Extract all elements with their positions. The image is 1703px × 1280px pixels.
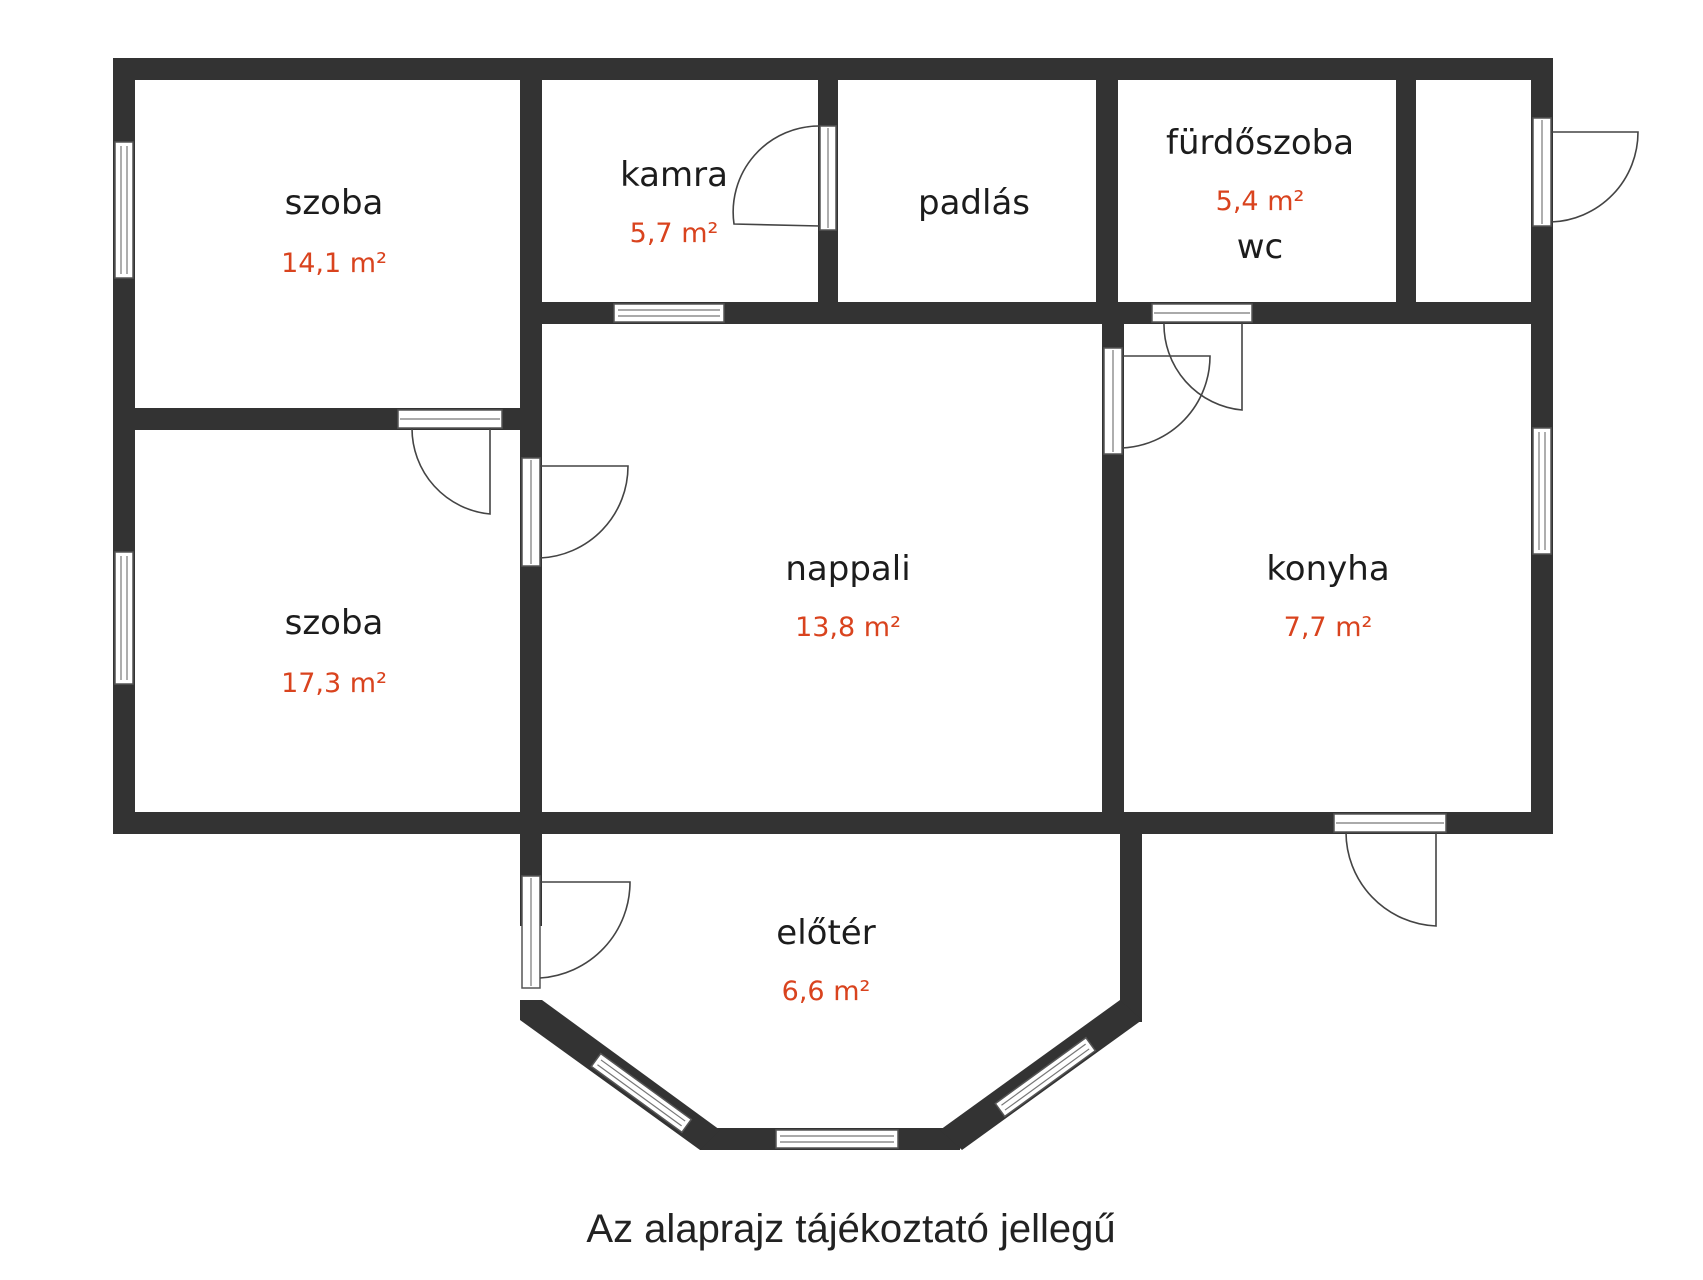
room-name-kamra: kamra <box>620 155 728 195</box>
door-konyha-outside <box>1333 813 1447 927</box>
room-name-nappali: nappali <box>785 549 910 589</box>
room-name-szoba-2: szoba <box>285 603 384 643</box>
door-konyha <box>1103 347 1211 455</box>
room-area-eloter: 6,6 m² <box>782 976 871 1007</box>
room-name-eloter: előtér <box>776 913 875 953</box>
plan-caption: Az alaprajz tájékoztató jellegű <box>586 1207 1115 1251</box>
door-right-top <box>1532 117 1639 227</box>
window-eloter-bottom <box>775 1129 899 1149</box>
room-area-szoba-2: 17,3 m² <box>281 668 387 699</box>
window-left-bottom <box>114 551 134 685</box>
room-name-konyha: konyha <box>1266 549 1389 589</box>
room-area-kamra: 5,7 m² <box>630 218 719 249</box>
room-area-konyha: 7,7 m² <box>1284 612 1373 643</box>
door-kamra <box>732 125 837 231</box>
room-area-furdoszoba: 5,4 m² <box>1216 186 1305 217</box>
room-name-szoba-1: szoba <box>285 183 384 223</box>
windows <box>114 141 1552 1149</box>
window-left-top <box>114 141 134 279</box>
room-name-padlas: padlás <box>918 183 1030 223</box>
room-labels: szoba 14,1 m² kamra 5,7 m² padlás fürdős… <box>281 123 1390 1007</box>
window-kamra <box>613 303 725 323</box>
window-eloter-left <box>590 1052 693 1134</box>
door-nappali-left <box>521 457 629 567</box>
room-name-furdoszoba: fürdőszoba <box>1166 123 1354 163</box>
room-area-szoba-1: 14,1 m² <box>281 248 387 279</box>
room-name-wc: wc <box>1237 227 1284 267</box>
door-wc <box>1151 303 1253 411</box>
door-eloter <box>521 875 631 989</box>
door-szoba-2 <box>397 409 503 515</box>
window-eloter-right <box>994 1036 1097 1118</box>
doors <box>397 117 1639 989</box>
room-area-nappali: 13,8 m² <box>795 612 901 643</box>
window-konyha <box>1532 427 1552 555</box>
